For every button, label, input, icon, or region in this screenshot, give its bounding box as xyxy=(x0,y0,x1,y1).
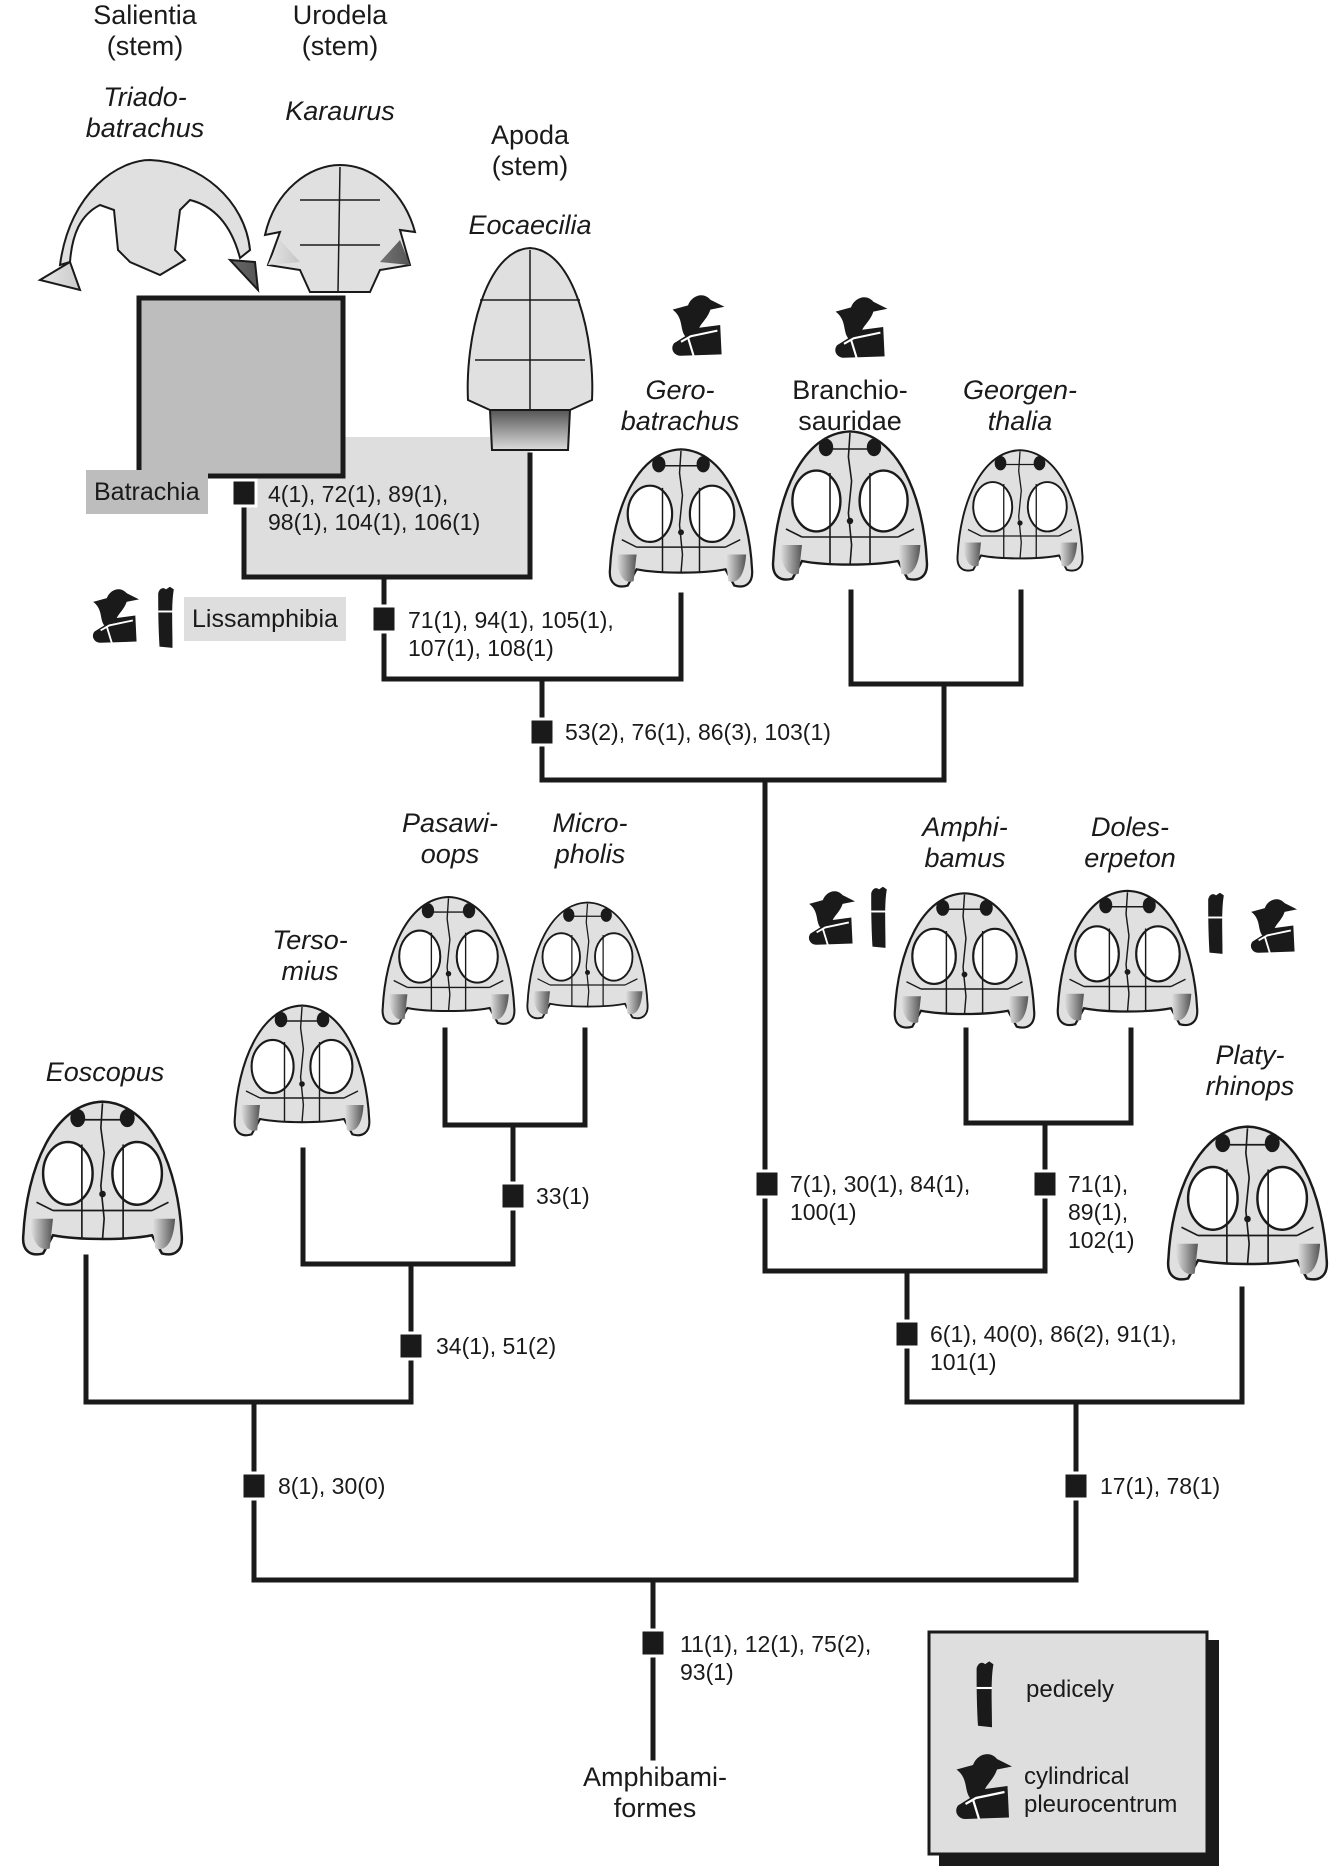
taxon-branchiosauridae: Branchio- sauridae xyxy=(792,375,908,436)
skull-amphibamus xyxy=(893,892,1036,1029)
characters-ters-pas-micro: 34(1), 51(2) xyxy=(436,1333,557,1359)
skull-karaurus xyxy=(263,163,417,293)
pedicel-icon-lissamphibia xyxy=(157,585,175,649)
taxon-georgenthalia: Georgen- thalia xyxy=(962,375,1078,436)
skull-pasawioops xyxy=(381,895,516,1026)
characters-right-stem: 7(1), 30(1), 84(1), 100(1) xyxy=(790,1171,971,1225)
skull-eocaecilia xyxy=(466,246,594,451)
taxon-karaurus: Karaurus xyxy=(285,96,395,126)
label-urodela: Urodela (stem) xyxy=(292,0,388,61)
node-right-clade xyxy=(1062,1471,1090,1501)
node-pas-micro xyxy=(499,1181,527,1211)
node-root xyxy=(639,1628,667,1658)
skull-platyrhinops xyxy=(1166,1125,1329,1281)
branch-amph-doles xyxy=(963,1027,1134,1126)
skull-doleserpeton xyxy=(1056,889,1199,1027)
legend-pedicely-label: pedicely xyxy=(1026,1676,1115,1703)
taxon-gerobatrachus: Gero- batrachus xyxy=(620,375,740,436)
batrachia-box xyxy=(136,295,346,479)
pleurocentrum-icon-doleserpeton xyxy=(1249,898,1299,954)
node-ters-pas-micro xyxy=(397,1331,425,1361)
clade-batrachia: Batrachia xyxy=(86,470,208,514)
pleurocentrum-icon-branchiosauridae xyxy=(834,296,889,359)
skull-micropholis xyxy=(526,901,649,1020)
label-salientia: Salientia (stem) xyxy=(93,0,197,61)
characters-left-clade: 8(1), 30(0) xyxy=(278,1473,386,1499)
taxon-pasawioops: Pasawi- oops xyxy=(401,808,499,869)
taxon-eoscopus: Eoscopus xyxy=(45,1057,165,1087)
legend-pedicel-icon xyxy=(975,1660,995,1729)
branch-tersomius xyxy=(300,1147,516,1267)
taxon-micropholis: Micro- pholis xyxy=(552,808,628,869)
branch-batrachia-stem xyxy=(241,452,533,580)
branch-liss-stem xyxy=(539,676,947,783)
node-batrachia xyxy=(230,478,258,508)
branch-branchio-georgen xyxy=(848,589,1024,687)
skull-tersomius xyxy=(233,1004,371,1137)
node-left-clade xyxy=(240,1471,268,1501)
characters-right-clade: 17(1), 78(1) xyxy=(1100,1473,1221,1499)
node-platy-clade xyxy=(893,1319,921,1349)
skull-gerobatrachus xyxy=(608,448,754,588)
skull-triadobatrachus xyxy=(37,158,260,293)
node-lissamphibia xyxy=(370,604,398,634)
characters-platy-clade: 6(1), 40(0), 86(2), 91(1), 101(1) xyxy=(930,1321,1177,1375)
branch-mid-stem xyxy=(762,777,1048,1274)
node-markers xyxy=(230,478,1090,1658)
characters-pas-micro: 33(1) xyxy=(536,1183,590,1209)
legend-pleurocentrum-label: cylindrical pleurocentrum xyxy=(1024,1763,1178,1818)
node-liss-gero-branchio xyxy=(528,717,556,747)
taxon-triadobatrachus: Triado- batrachus xyxy=(85,82,205,143)
branch-pas-micro xyxy=(442,1027,588,1128)
pleurocentrum-icon-gerobatrachus xyxy=(671,294,726,357)
node-amph-doles xyxy=(1031,1169,1059,1199)
legend-box xyxy=(927,1630,1209,1856)
taxon-doleserpeton: Doles- erpeton xyxy=(1084,812,1176,873)
taxon-platyrhinops: Platy- rhinops xyxy=(1205,1040,1295,1101)
taxon-eocaecilia: Eocaecilia xyxy=(468,210,592,240)
skull-eoscopus xyxy=(21,1100,184,1256)
pleurocentrum-icon-amphibamus xyxy=(807,890,857,946)
taxon-amphibamus: Amphi- bamus xyxy=(922,812,1008,873)
pedicel-icon-amphibamus xyxy=(870,885,888,949)
pleurocentrum-icon-lissamphibia xyxy=(91,588,141,644)
characters-root: 11(1), 12(1), 75(2), 93(1) xyxy=(680,1631,872,1685)
label-apoda: Apoda (stem) xyxy=(490,120,570,181)
characters-lissamphibia: 71(1), 94(1), 105(1), 107(1), 108(1) xyxy=(408,607,614,661)
branch-left-clade xyxy=(83,1254,414,1405)
characters-liss-gero-branchio: 53(2), 76(1), 86(3), 103(1) xyxy=(565,719,831,745)
node-right-stem xyxy=(753,1169,781,1199)
skull-georgenthalia xyxy=(956,448,1084,572)
skull-branchiosauridae xyxy=(771,430,929,581)
pedicel-icon-doleserpeton xyxy=(1207,891,1225,955)
characters-batrachia: 4(1), 72(1), 89(1), 98(1), 104(1), 106(1… xyxy=(268,481,481,535)
characters-amph-doles: 71(1), 89(1), 102(1) xyxy=(1068,1171,1135,1253)
taxon-tersomius: Terso- mius xyxy=(272,925,348,986)
taxon-amphibamiformes: Amphibami- formes xyxy=(582,1762,728,1823)
clade-lissamphibia: Lissamphibia xyxy=(184,597,346,641)
